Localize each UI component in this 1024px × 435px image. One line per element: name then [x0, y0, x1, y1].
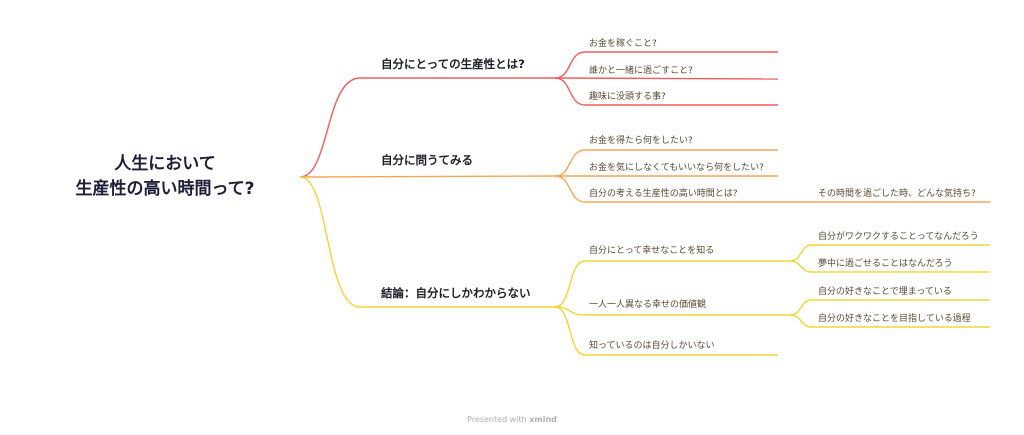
xmind-logo: xmind [529, 415, 557, 424]
subtopic[interactable]: 自分の考える生産性の高い時間とは? [589, 187, 738, 199]
branch-3-connectors [299, 176, 990, 356]
subtopic[interactable]: 誰かと一緒に過ごすこと? [589, 64, 693, 76]
subtopic[interactable]: お金を得たら何をしたい? [589, 134, 693, 146]
branch-2-connectors [299, 149, 990, 203]
subtopic[interactable]: お金を稼ぐこと? [589, 37, 657, 49]
subtopic[interactable]: 夢中に過ごせることはなんだろう [818, 257, 952, 269]
subtopic[interactable]: 自分の好きなことで埋まっている [818, 285, 952, 297]
root-topic-line2[interactable]: 生産性の高い時間って? [75, 178, 254, 199]
branch-topic-2[interactable]: 自分に問うてみる [381, 153, 473, 167]
footer-prefix: Presented with [467, 415, 527, 424]
subtopic[interactable]: 知っているのは自分しかいない [589, 339, 715, 351]
subtopic[interactable]: 自分の好きなことを目指している過程 [818, 312, 971, 324]
subtopic[interactable]: 趣味に没頭する事? [589, 90, 666, 102]
root-topic-line1[interactable]: 人生において [114, 153, 216, 174]
branch-1-connectors [299, 51, 779, 178]
subtopic[interactable]: 一人一人異なる幸せの価値観 [589, 298, 706, 310]
subtopic[interactable]: お金を気にしなくてもいいなら何をしたい? [589, 161, 764, 173]
footer-credit: Presented with xmind [467, 415, 557, 424]
subtopic[interactable]: 自分にとって幸せなことを知る [589, 244, 714, 256]
branch-topic-1[interactable]: 自分にとっての生産性とは? [381, 57, 525, 71]
subtopic[interactable]: 自分がワクワクすることってなんだろう [818, 230, 979, 242]
branch-topic-3[interactable]: 結論：自分にしかわからない [381, 286, 531, 300]
subtopic[interactable]: その時間を過ごした時、どんな気持ち? [818, 187, 976, 199]
